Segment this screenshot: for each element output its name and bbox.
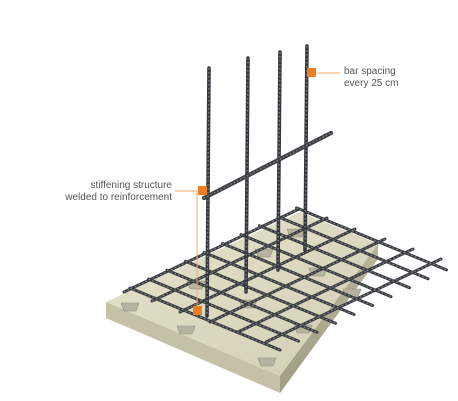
marker-stiffening [198, 186, 207, 195]
spacer-chair-1 [120, 302, 140, 312]
markers [193, 68, 316, 315]
mesh-long-bar-5 [236, 247, 415, 334]
mesh-cross-bar-10 [295, 206, 448, 272]
mesh-long-bar-3 [178, 227, 357, 314]
mesh-cross-bar-8 [258, 224, 411, 290]
bar-spacing-line1: bar spacing [344, 66, 396, 77]
mesh-cross-bar-5 [202, 250, 356, 316]
spacer-chair-3 [257, 357, 277, 367]
leader-stiffening [175, 190, 198, 310]
mesh-long-bar-2 [150, 216, 329, 303]
mesh-cross-bar-2 [147, 277, 300, 343]
bottom-mesh [122, 206, 448, 352]
stiffening-line1: stiffening structure [90, 180, 172, 191]
mesh-long-bar-1 [122, 207, 301, 294]
marker-mesh-bottom [193, 306, 202, 315]
bar-spacing-line2: every 25 cm [344, 78, 399, 89]
slab-left-face [106, 302, 280, 393]
mesh-cross-bar-9 [276, 215, 430, 281]
stiffening-bar [201, 130, 334, 201]
vertical-bar-1 [205, 66, 211, 318]
slab-top [106, 212, 378, 376]
leader-lines [175, 72, 340, 310]
marker-bar-spacing [307, 68, 316, 77]
mesh-cross-bar-1 [128, 286, 282, 352]
mesh-cross-bar-4 [184, 259, 337, 325]
mesh-cross-bar-7 [239, 233, 393, 299]
mesh-cross-bar-3 [165, 268, 319, 334]
bar-spacing-callout: bar spacing every 25 cm [344, 66, 398, 90]
spacer-chair-2 [176, 325, 196, 335]
mesh-long-bar-4 [208, 237, 387, 324]
stiffening-callout: stiffening structure welded to reinforce… [65, 180, 172, 204]
stiffening-line2: welded to reinforcement [65, 192, 172, 203]
